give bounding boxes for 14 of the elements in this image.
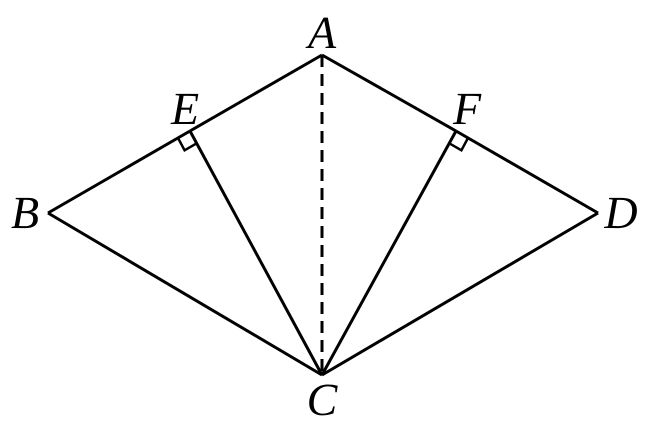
point-label: E: [166, 86, 204, 131]
point-label: A: [304, 10, 340, 55]
point-label: D: [598, 191, 644, 235]
line-segment: [321, 212, 599, 376]
line-segment: [321, 54, 457, 132]
point-label: B: [2, 191, 48, 235]
line-segment: [320, 130, 458, 376]
point-label: C: [303, 375, 341, 425]
line-segment: [47, 130, 191, 214]
point-label: F: [448, 86, 486, 131]
line-segment: [47, 212, 323, 376]
line-segment: [188, 130, 324, 376]
line-segment: [189, 54, 323, 132]
line-segment: [455, 130, 599, 214]
